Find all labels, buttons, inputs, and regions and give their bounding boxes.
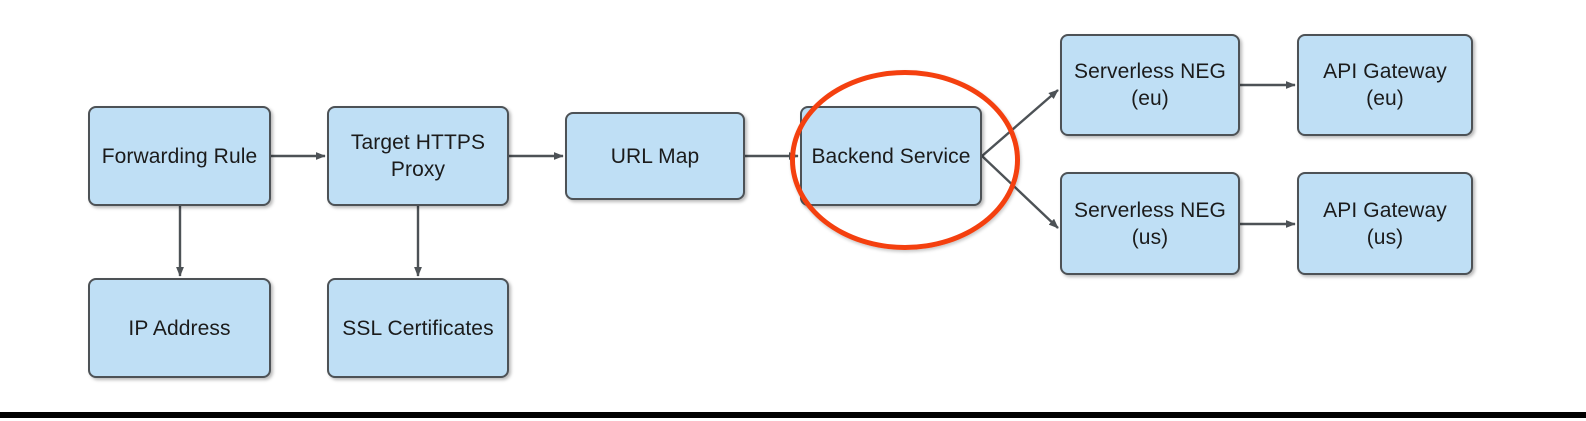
node-url-map[interactable]: URL Map bbox=[565, 112, 745, 200]
bottom-black-bar bbox=[0, 412, 1586, 418]
node-label-serverless-neg-us: Serverless NEG (us) bbox=[1074, 198, 1226, 249]
node-label-ssl-certificates: SSL Certificates bbox=[342, 316, 494, 340]
node-serverless-neg-us[interactable]: Serverless NEG (us) bbox=[1060, 172, 1240, 275]
node-serverless-neg-eu[interactable]: Serverless NEG (eu) bbox=[1060, 34, 1240, 136]
node-ssl-certificates[interactable]: SSL Certificates bbox=[327, 278, 509, 378]
node-api-gateway-eu[interactable]: API Gateway (eu) bbox=[1297, 34, 1473, 136]
node-forwarding-rule[interactable]: Forwarding Rule bbox=[88, 106, 271, 206]
backend-service-highlight-ellipse bbox=[790, 70, 1020, 250]
node-label-target-https-proxy: Target HTTPS Proxy bbox=[350, 131, 486, 181]
node-target-https-proxy[interactable]: Target HTTPS Proxy bbox=[327, 106, 509, 206]
node-label-url-map: URL Map bbox=[610, 144, 700, 168]
node-label-ip-address: IP Address bbox=[128, 316, 231, 340]
node-label-api-gateway-us: API Gateway (us) bbox=[1323, 198, 1447, 249]
node-api-gateway-us[interactable]: API Gateway (us) bbox=[1297, 172, 1473, 275]
node-ip-address[interactable]: IP Address bbox=[88, 278, 271, 378]
node-label-serverless-neg-eu: Serverless NEG (eu) bbox=[1074, 60, 1226, 110]
node-label-api-gateway-eu: API Gateway (eu) bbox=[1323, 60, 1447, 110]
node-label-forwarding-rule: Forwarding Rule bbox=[101, 144, 258, 168]
